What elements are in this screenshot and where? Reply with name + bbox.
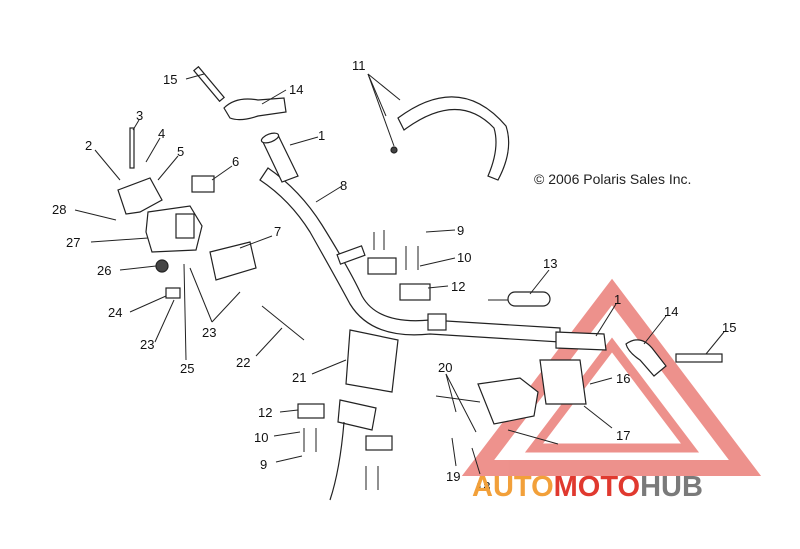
callout-9-lower: 9 [260,457,267,472]
grip-13 [488,291,551,307]
callout-27: 27 [66,235,80,250]
copyright-text: © 2006 Polaris Sales Inc. [534,171,691,187]
callout-1-right: 1 [614,292,621,307]
callout-14-upper: 14 [289,82,303,97]
watermark-auto: AUTO [472,471,554,503]
callout-23-left: 23 [140,337,154,352]
callout-14-right: 14 [664,304,678,319]
callout-12-upper: 12 [451,279,465,294]
callout-10-lower: 10 [254,430,268,445]
callout-17: 17 [616,428,630,443]
callout-2: 2 [85,138,92,153]
callout-16: 16 [616,371,630,386]
callout-1-upper: 1 [318,128,325,143]
callout-20: 20 [438,360,452,375]
callout-23-right: 23 [202,325,216,340]
left-switch-assembly [117,127,257,299]
callout-8: 8 [340,178,347,193]
throttle-assembly [435,359,587,445]
callout-15-upper: 15 [163,72,177,87]
bar-end-upper [193,65,287,121]
handguard [390,96,510,181]
callout-10-upper: 10 [457,250,471,265]
callouts: 15 14 1 11 3 2 4 5 6 8 7 28 27 26 24 23 … [52,58,736,494]
callout-5: 5 [177,144,184,159]
callout-12-lower: 12 [258,405,272,420]
callout-6: 6 [232,154,239,169]
callout-22: 22 [236,355,250,370]
watermark-hub: HUB [640,471,703,503]
clamp-set-upper [367,230,431,301]
callout-7: 7 [274,224,281,239]
leader-lines [74,73,725,475]
watermark-text: AUTOMOTOHUB [472,471,703,503]
callout-18: 18 [476,479,490,494]
callout-4: 4 [158,126,165,141]
callout-3: 3 [136,108,143,123]
callout-11: 11 [352,58,366,73]
callout-13: 13 [543,256,557,271]
clamp-set-lower [297,403,393,490]
grip-upper [260,132,299,183]
watermark-moto: MOTO [554,471,640,503]
callout-15-right: 15 [722,320,736,335]
handlebar [259,167,561,343]
callout-28: 28 [52,202,66,217]
callout-9-upper: 9 [457,223,464,238]
right-grip-assembly [555,331,723,377]
callout-19: 19 [446,469,460,484]
callout-21: 21 [292,370,306,385]
callout-24: 24 [108,305,122,320]
callout-25: 25 [180,361,194,376]
callout-26: 26 [97,263,111,278]
stem-assembly [261,305,399,501]
